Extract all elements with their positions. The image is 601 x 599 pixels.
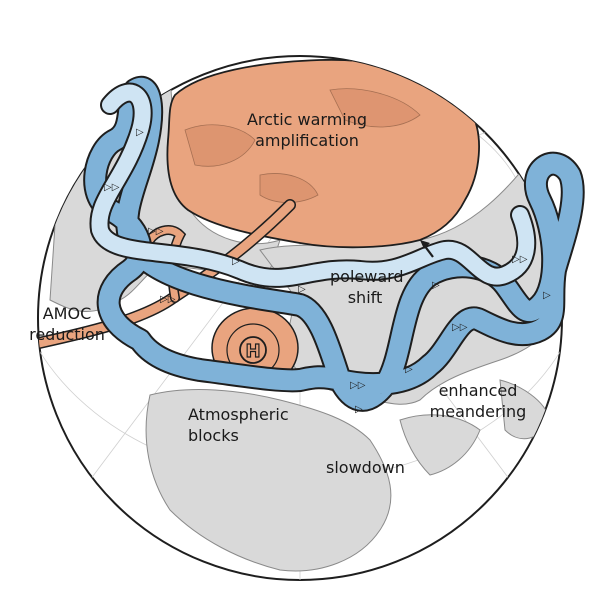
meander-label-line2: meandering <box>429 402 527 421</box>
svg-text:▷: ▷ <box>136 127 144 138</box>
svg-text:▷: ▷ <box>355 404 363 415</box>
amoc-label-line1: AMOC <box>42 304 92 323</box>
svg-text:▷▷: ▷▷ <box>452 322 468 333</box>
svg-text:▷▷: ▷▷ <box>350 380 366 391</box>
svg-text:▷: ▷ <box>232 256 240 267</box>
blocks-label-line1: Atmospheric <box>188 405 289 424</box>
arctic-warming-label: Arctic warming amplification <box>232 109 382 151</box>
svg-text:▷: ▷ <box>298 284 306 295</box>
enhanced-meandering-label: enhanced meandering <box>428 380 528 422</box>
arctic-label-line2: amplification <box>255 131 359 150</box>
amoc-label-line2: reduction <box>29 325 105 344</box>
poleward-label-line1: poleward <box>330 267 404 286</box>
svg-text:▷▷: ▷▷ <box>104 182 120 193</box>
atmospheric-blocks-label: Atmospheric blocks <box>188 404 289 446</box>
slowdown-label: slowdown <box>326 458 405 477</box>
high-pressure-symbol: H <box>239 336 267 364</box>
svg-text:▷▷: ▷▷ <box>160 294 176 305</box>
arctic-landmass-detail <box>184 88 421 203</box>
svg-text:▷: ▷ <box>405 364 413 375</box>
svg-text:H: H <box>245 341 260 362</box>
poleward-label-line2: shift <box>347 288 383 307</box>
svg-text:▷▷: ▷▷ <box>512 254 528 265</box>
jet-stream: ▷▷ ▷▷ ▷▷ ▷▷ ▷▷ ▷ ▷ ▷ ▷ ▷ ▷ ▷ ▷▷ <box>83 75 585 415</box>
meander-label-line1: enhanced <box>438 381 518 400</box>
blocks-label-line2: blocks <box>188 426 239 445</box>
svg-text:▷: ▷ <box>432 280 440 291</box>
poleward-arrow <box>420 240 434 258</box>
amoc-reduction-label: AMOC reduction <box>22 303 112 345</box>
svg-text:▷: ▷ <box>543 290 551 301</box>
arctic-label-line1: Arctic warming <box>246 110 368 129</box>
flow-arrows: ▷▷ ▷▷ ▷▷ ▷▷ ▷▷ ▷ ▷ ▷ ▷ ▷ ▷ ▷ ▷▷ <box>104 127 551 415</box>
poleward-shift-label: poleward shift <box>330 266 404 308</box>
svg-text:▷▷: ▷▷ <box>148 226 164 237</box>
